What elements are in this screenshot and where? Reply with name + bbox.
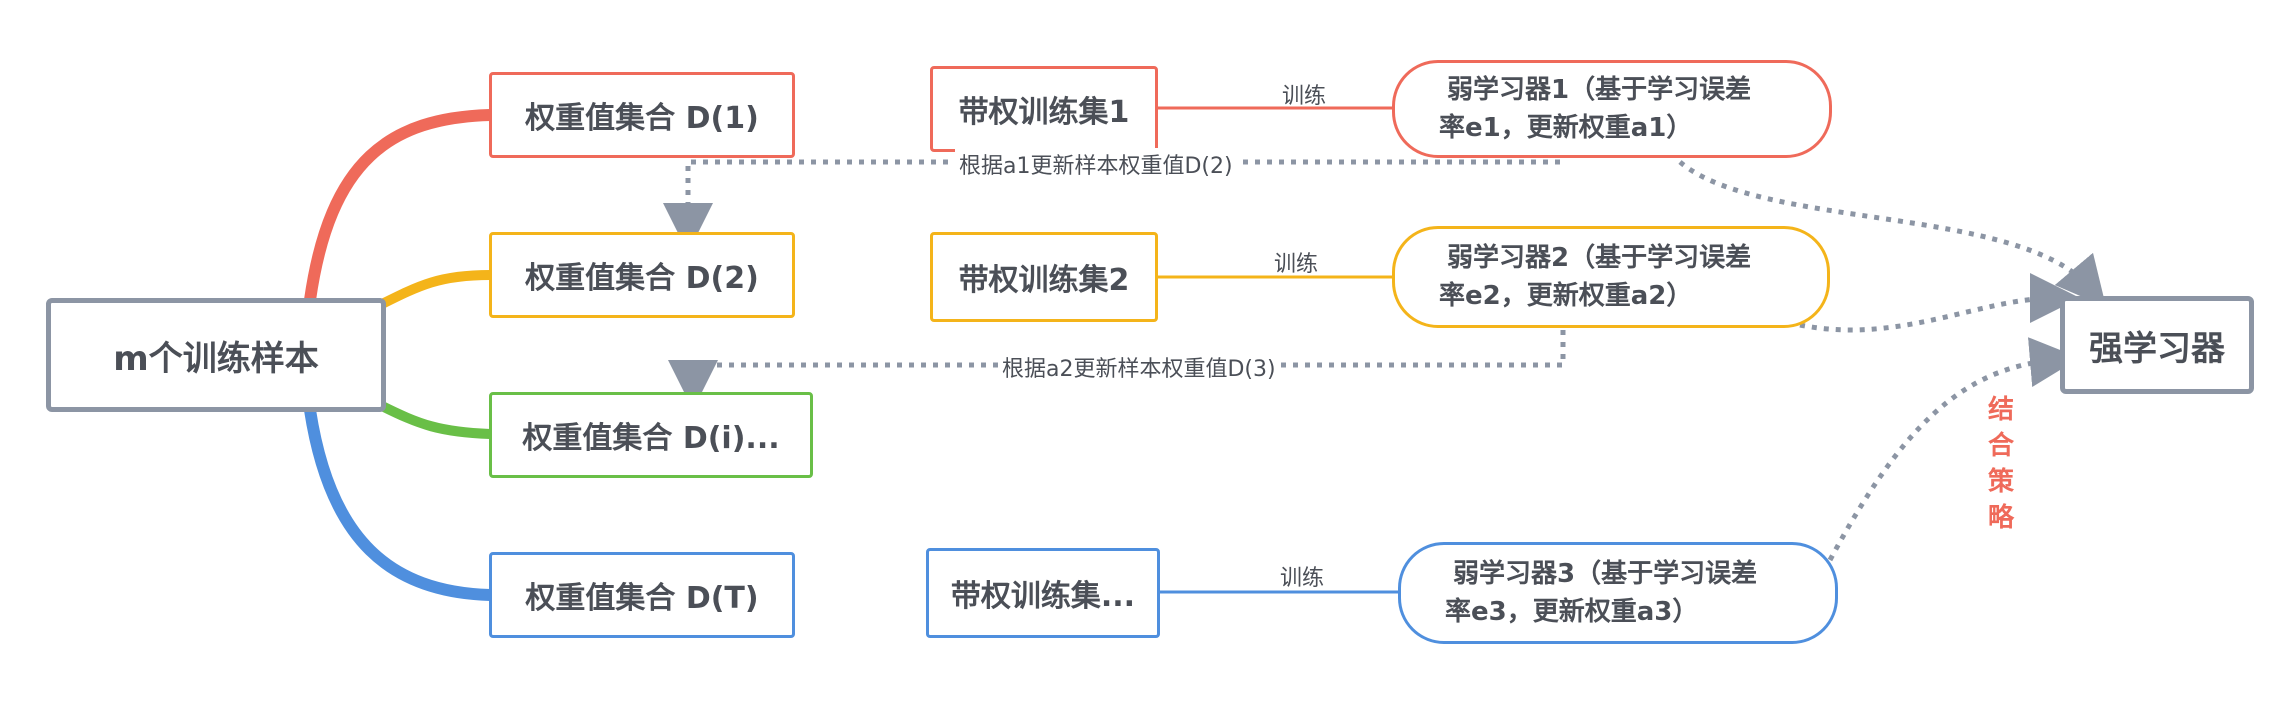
weak-learner-2: 弱学习器2（基于学习误差 率e2，更新权重a2）: [1392, 226, 1830, 328]
weak-learner-1-line2: 率e1，更新权重a1）: [1439, 113, 1693, 143]
train-edge-label-3: 训练: [1280, 566, 1325, 591]
weak-learner-3-line1: 弱学习器3（基于学习误差: [1453, 559, 1758, 589]
weak-learner-2-line2: 率e2，更新权重a2）: [1439, 281, 1693, 311]
update-label-1: 根据a1更新样本权重值D(2): [955, 148, 1237, 180]
weight-node-i-label: 权重值集合 D(i)...: [522, 421, 780, 456]
weight-node-t: 权重值集合 D(T): [489, 552, 795, 638]
strong-learner-node: 强学习器: [2060, 296, 2254, 394]
weight-node-2-label: 权重值集合 D(2): [525, 261, 759, 296]
update-label-2: 根据a2更新样本权重值D(3): [998, 351, 1280, 383]
train-edge-label-1: 训练: [1282, 84, 1327, 109]
branch-green: [375, 400, 495, 439]
combine-strategy-label: 结合策略: [1987, 395, 2014, 533]
branch-yellow: [375, 270, 495, 310]
root-node-label: m个训练样本: [113, 338, 319, 379]
branch-red: [304, 109, 496, 306]
train-set-1-label: 带权训练集1: [958, 95, 1130, 130]
train-set-3-label: 带权训练集...: [950, 579, 1136, 614]
weak-learner-3: 弱学习器3（基于学习误差 率e3，更新权重a3）: [1398, 542, 1838, 644]
branch-blue: [304, 404, 496, 601]
train-set-2-label: 带权训练集2: [958, 263, 1130, 298]
weight-node-i: 权重值集合 D(i)...: [489, 392, 813, 478]
weight-node-t-label: 权重值集合 D(T): [525, 581, 759, 616]
train-set-1: 带权训练集1: [930, 66, 1158, 152]
weak-learner-1-line1: 弱学习器1（基于学习误差: [1447, 75, 1752, 105]
weak-learner-3-line2: 率e3，更新权重a3）: [1445, 597, 1699, 627]
weak-learner-1: 弱学习器1（基于学习误差 率e1，更新权重a1）: [1392, 60, 1832, 158]
strong-learner-label: 强学习器: [2089, 328, 2225, 369]
weight-node-2: 权重值集合 D(2): [489, 232, 795, 318]
combine-line-3: [1827, 337, 2080, 562]
combine-line-1: [1678, 160, 2107, 308]
train-set-2: 带权训练集2: [930, 232, 1158, 322]
weight-node-1: 权重值集合 D(1): [489, 72, 795, 158]
update-line-1: [663, 159, 1560, 253]
train-edge-label-2: 训练: [1274, 252, 1319, 277]
root-node: m个训练样本: [46, 298, 386, 412]
weight-node-1-label: 权重值集合 D(1): [525, 101, 759, 136]
combine-line-2: [1799, 273, 2080, 333]
train-set-3: 带权训练集...: [926, 548, 1160, 638]
weak-learner-2-line1: 弱学习器2（基于学习误差: [1447, 243, 1752, 273]
